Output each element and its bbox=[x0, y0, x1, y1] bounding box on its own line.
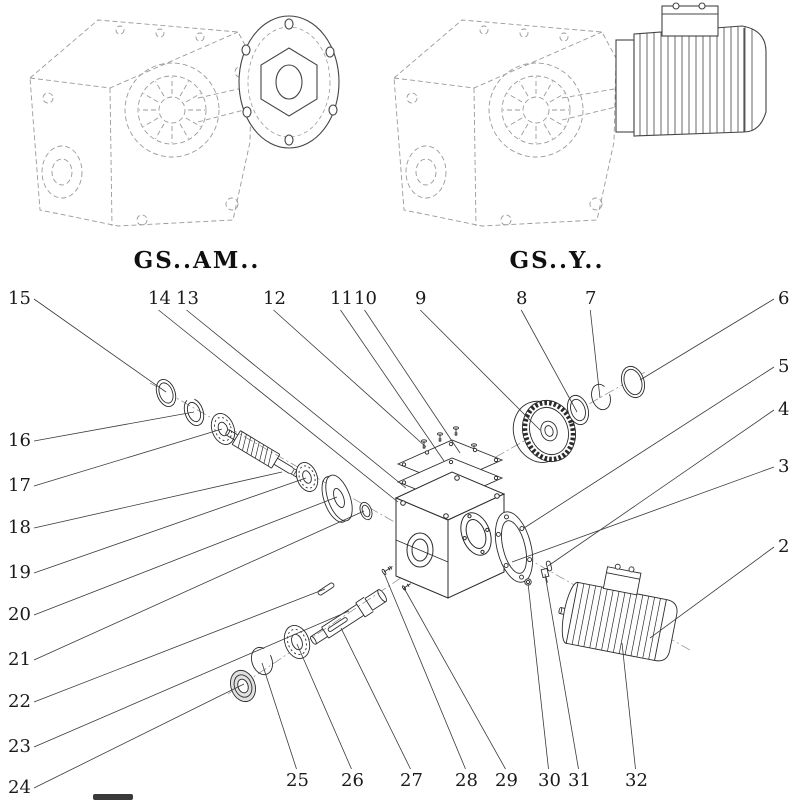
output-shaft-23 bbox=[310, 589, 387, 645]
retaining-ring-16 bbox=[183, 398, 205, 426]
variant-label-gsam: GS..AM.. bbox=[133, 247, 261, 274]
bottom-edge-artifact bbox=[93, 794, 133, 800]
motor-cooling-fins bbox=[639, 26, 753, 136]
bearing-19 bbox=[295, 462, 319, 492]
gearbox-phantom-gsy bbox=[393, 19, 621, 227]
worm-gear-disc-20 bbox=[321, 474, 353, 523]
motor-gsy bbox=[615, 2, 767, 137]
output-flange-gsam bbox=[238, 15, 340, 149]
variant-label-gsy: GS..Y.. bbox=[509, 247, 605, 274]
screw-28 bbox=[381, 565, 393, 576]
spacer-ring-21 bbox=[359, 501, 373, 521]
key-pin-22 bbox=[317, 582, 335, 596]
gearbox-housing bbox=[394, 471, 506, 599]
terminal-box bbox=[661, 5, 719, 37]
motor-32 bbox=[558, 563, 678, 662]
gearbox-phantom-gsam bbox=[29, 19, 253, 227]
circlip-25 bbox=[251, 646, 273, 676]
seal-ring-15 bbox=[155, 379, 177, 407]
plug-30 bbox=[524, 578, 532, 586]
bearing-17 bbox=[210, 413, 236, 445]
worm-shaft-18 bbox=[225, 429, 302, 479]
shim-ring-6 bbox=[620, 365, 646, 399]
screw-29 bbox=[401, 583, 411, 591]
washer-24 bbox=[230, 669, 256, 703]
